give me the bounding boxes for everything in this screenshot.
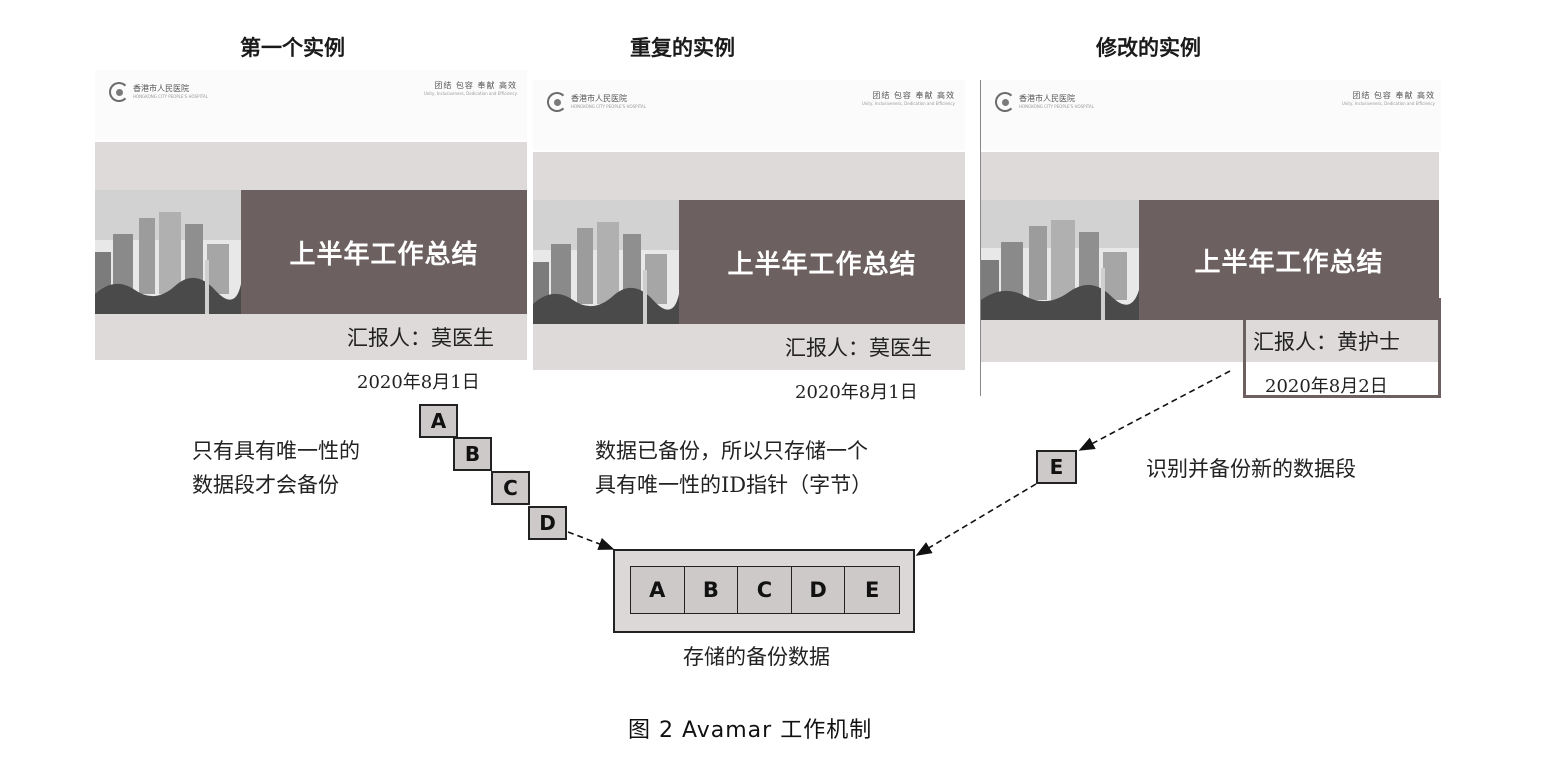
- slide-header: 香港市人民医院 HONGKONG CITY PEOPLE'S HOSPITAL …: [981, 80, 1441, 150]
- heading-duplicate-instance: 重复的实例: [630, 36, 735, 60]
- hospital-logo-icon: [995, 92, 1015, 112]
- backup-storage: A B C D E: [613, 549, 915, 633]
- segment-block-e: E: [1036, 450, 1077, 484]
- hospital-logo: 香港市人民医院 HONGKONG CITY PEOPLE'S HOSPITAL: [547, 92, 646, 112]
- slide-date: 2020年8月1日: [795, 382, 918, 403]
- arrow-d-to-storage: [567, 531, 615, 550]
- figure-caption: 图 2 Avamar 工作机制: [628, 718, 873, 743]
- slide-title: 上半年工作总结: [727, 249, 917, 280]
- slide-first: 香港市人民医院 HONGKONG CITY PEOPLE'S HOSPITAL …: [95, 70, 527, 400]
- segment-block-b: B: [453, 437, 492, 471]
- note-duplicate: 数据已备份，所以只存储一个 具有唯一性的ID指针（字节）: [595, 434, 872, 502]
- segment-block-d: D: [528, 506, 567, 540]
- motto-cn: 团结 包容 奉献 高效: [1352, 91, 1435, 100]
- note-modified: 识别并备份新的数据段: [1146, 457, 1356, 481]
- note-duplicate-line2: 具有唯一性的ID指针（字节）: [595, 473, 873, 497]
- slide-title: 上半年工作总结: [1194, 247, 1384, 278]
- note-unique-line2: 数据段才会备份: [192, 473, 339, 497]
- heading-modified-instance: 修改的实例: [1096, 36, 1201, 60]
- motto-en: Unity, Inclusiveness, Dedication and Eff…: [423, 91, 517, 96]
- storage-cell-c: C: [738, 567, 792, 613]
- slide-reporter: 汇报人：莫医生: [347, 326, 494, 350]
- hospital-logo: 香港市人民医院 HONGKONG CITY PEOPLE'S HOSPITAL: [995, 92, 1094, 112]
- note-duplicate-line1: 数据已备份，所以只存储一个: [595, 439, 868, 463]
- note-unique-line1: 只有具有唯一性的: [192, 439, 360, 463]
- motto-en: Unity, Inclusiveness, Dedication and Eff…: [861, 101, 955, 106]
- slide-title-panel: 上半年工作总结: [679, 200, 965, 324]
- logo-name-en: HONGKONG CITY PEOPLE'S HOSPITAL: [1019, 104, 1094, 109]
- motto-en: Unity, Inclusiveness, Dedication and Eff…: [1341, 101, 1435, 106]
- slide-reporter: 汇报人：黄护士: [1253, 330, 1400, 354]
- segment-block-c: C: [491, 471, 530, 505]
- slide-duplicate: 香港市人民医院 HONGKONG CITY PEOPLE'S HOSPITAL …: [533, 80, 965, 410]
- logo-name-en: HONGKONG CITY PEOPLE'S HOSPITAL: [571, 104, 646, 109]
- heading-first-instance: 第一个实例: [240, 36, 345, 60]
- hospital-photo: [95, 190, 241, 314]
- hospital-photo: [533, 200, 679, 324]
- logo-name-cn: 香港市人民医院: [133, 84, 189, 93]
- hospital-motto: 团结 包容 奉献 高效 Unity, Inclusiveness, Dedica…: [862, 92, 955, 106]
- arrow-e-to-storage: [915, 483, 1037, 556]
- storage-cell-a: A: [631, 567, 685, 613]
- hospital-logo: 香港市人民医院 HONGKONG CITY PEOPLE'S HOSPITAL: [109, 82, 208, 102]
- slide-date: 2020年8月1日: [357, 372, 480, 393]
- logo-name-en: HONGKONG CITY PEOPLE'S HOSPITAL: [133, 94, 208, 99]
- hospital-photo: [981, 200, 1139, 320]
- slide-title-panel: 上半年工作总结: [241, 190, 527, 314]
- hospital-logo-icon: [547, 92, 567, 112]
- hospital-motto: 团结 包容 奉献 高效 Unity, Inclusiveness, Dedica…: [424, 82, 517, 96]
- storage-cell-d: D: [792, 567, 846, 613]
- storage-label: 存储的备份数据: [683, 645, 830, 669]
- logo-name-cn: 香港市人民医院: [571, 94, 627, 103]
- slide-date: 2020年8月2日: [1265, 376, 1388, 397]
- motto-cn: 团结 包容 奉献 高效: [872, 91, 955, 100]
- storage-segments: A B C D E: [630, 566, 900, 614]
- logo-name-cn: 香港市人民医院: [1019, 94, 1075, 103]
- slide-header: 香港市人民医院 HONGKONG CITY PEOPLE'S HOSPITAL …: [533, 80, 965, 150]
- storage-cell-b: B: [685, 567, 739, 613]
- slide-header: 香港市人民医院 HONGKONG CITY PEOPLE'S HOSPITAL …: [95, 70, 527, 140]
- motto-cn: 团结 包容 奉献 高效: [434, 81, 517, 90]
- storage-cell-e: E: [864, 578, 880, 602]
- segment-block-a: A: [419, 404, 458, 438]
- slide-divider: [980, 80, 981, 396]
- hospital-logo-icon: [109, 82, 129, 102]
- modified-highlight-box: [1243, 298, 1441, 398]
- note-unique: 只有具有唯一性的 数据段才会备份: [192, 434, 360, 502]
- slide-title: 上半年工作总结: [289, 239, 479, 270]
- slide-reporter: 汇报人：莫医生: [785, 336, 932, 360]
- hospital-motto: 团结 包容 奉献 高效 Unity, Inclusiveness, Dedica…: [1342, 92, 1435, 106]
